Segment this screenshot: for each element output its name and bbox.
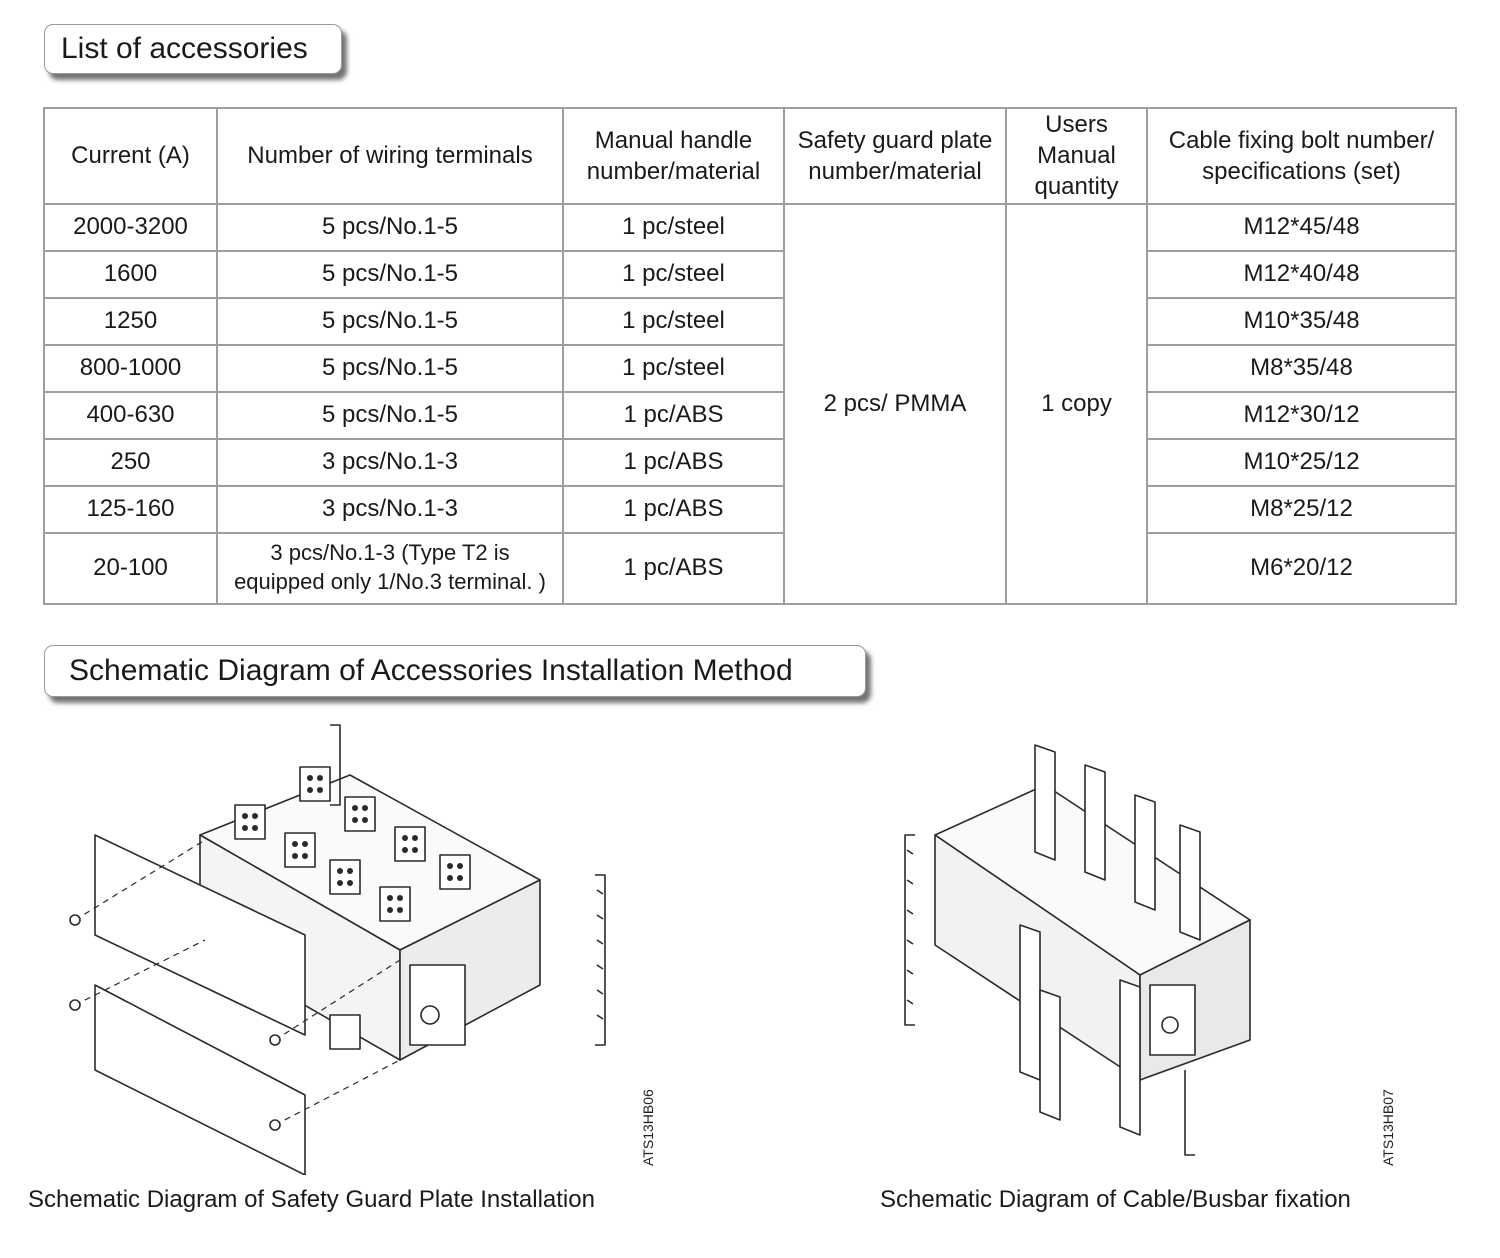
control-knob — [420, 1005, 440, 1025]
cell-terminals: 5 pcs/No.1-5 — [216, 343, 564, 393]
caption-guard-plate: Schematic Diagram of Safety Guard Plate … — [28, 1186, 595, 1213]
safety-guard-plate-diagram — [69, 724, 606, 1175]
header-handle: Manual handle number/material — [562, 107, 785, 205]
accessories-table: Current (A) Number of wiring terminals M… — [43, 107, 1457, 605]
control-panel — [409, 964, 466, 1046]
bottom-bracket — [1184, 1070, 1195, 1156]
caption-cable-busbar: Schematic Diagram of Cable/Busbar fixati… — [880, 1186, 1351, 1213]
header-bolt-line1: Cable fixing bolt number/ — [1168, 126, 1435, 154]
cell-guard-merged: 2 pcs/ PMMA — [783, 202, 1007, 605]
top-bracket — [330, 724, 341, 806]
cell-handle: 1 pc/steel — [562, 202, 785, 252]
terminal-holes — [242, 775, 463, 913]
cell-current: 250 — [43, 437, 218, 487]
cell-current: 2000-3200 — [43, 202, 218, 252]
cell-terminals-line1: 3 pcs/No.1-3 (Type T2 is — [270, 540, 510, 566]
header-guard-line2: number/material — [808, 157, 982, 185]
table-row: 250 3 pcs/No.1-3 1 pc/ABS M10*25/12 — [43, 437, 1457, 487]
header-guard: Safety guard plate number/material — [783, 107, 1007, 205]
accessories-heading-text: List of accessories — [61, 32, 308, 65]
schematic-heading: Schematic Diagram of Accessories Install… — [44, 645, 866, 697]
cell-terminals: 3 pcs/No.1-3 (Type T2 is equipped only 1/… — [216, 531, 564, 605]
header-bolt: Cable fixing bolt number/specifications … — [1146, 107, 1457, 205]
cell-current: 400-630 — [43, 390, 218, 440]
right-bracket — [595, 874, 606, 1046]
cell-bolt: M8*25/12 — [1146, 484, 1457, 534]
cell-bolt: M10*35/48 — [1146, 296, 1457, 346]
cell-current: 1600 — [43, 249, 218, 299]
accessories-heading: List of accessories — [44, 24, 342, 74]
header-handle-line2: number/material — [586, 157, 761, 185]
control-knob — [1161, 1016, 1179, 1034]
cell-current: 20-100 — [43, 531, 218, 605]
cell-current: 800-1000 — [43, 343, 218, 393]
figure-code-cable: ATS13HB07 — [1380, 1089, 1396, 1166]
busbars-top — [1034, 744, 1201, 941]
cell-terminals: 5 pcs/No.1-5 — [216, 249, 564, 299]
cell-terminals-line2: equipped only 1/No.3 terminal. ) — [234, 569, 546, 595]
header-manual: Users Manual quantity — [1005, 107, 1148, 205]
table-row: 400-630 5 pcs/No.1-5 1 pc/ABS M12*30/12 — [43, 390, 1457, 440]
cell-current: 125-160 — [43, 484, 218, 534]
cell-bolt: M12*45/48 — [1146, 202, 1457, 252]
table-row: 125-160 3 pcs/No.1-3 1 pc/ABS M8*25/12 — [43, 484, 1457, 534]
table-row: 800-1000 5 pcs/No.1-5 1 pc/steel M8*35/4… — [43, 343, 1457, 393]
guard-plate-lower — [94, 984, 306, 1175]
header-manual-line2: quantity — [1034, 173, 1119, 201]
cell-handle: 1 pc/ABS — [562, 484, 785, 534]
cell-bolt: M12*40/48 — [1146, 249, 1457, 299]
figure-code-guard: ATS13HB06 — [640, 1089, 656, 1166]
header-bolt-line2: specifications (set) — [1202, 157, 1401, 185]
cell-handle: 1 pc/steel — [562, 343, 785, 393]
left-bracket — [904, 834, 915, 1026]
header-current: Current (A) — [43, 107, 218, 205]
cell-bolt: M8*35/48 — [1146, 343, 1457, 393]
busbars-bottom — [1019, 924, 1141, 1136]
schematic-heading-text: Schematic Diagram of Accessories Install… — [69, 654, 793, 687]
header-terminals: Number of wiring terminals — [216, 107, 564, 205]
header-manual-line1: Users Manual — [1037, 111, 1116, 170]
screw-icons — [69, 914, 281, 1131]
table-header-row: Current (A) Number of wiring terminals M… — [43, 107, 1457, 205]
cell-terminals: 3 pcs/No.1-3 — [216, 437, 564, 487]
table-row: 1250 5 pcs/No.1-5 1 pc/steel M10*35/48 — [43, 296, 1457, 346]
header-guard-line1: Safety guard plate — [797, 126, 993, 154]
cell-terminals: 3 pcs/No.1-3 — [216, 484, 564, 534]
table-row: 20-100 3 pcs/No.1-3 (Type T2 is equipped … — [43, 531, 1457, 605]
cell-handle: 1 pc/steel — [562, 249, 785, 299]
cell-terminals: 5 pcs/No.1-5 — [216, 390, 564, 440]
table-row: 1600 5 pcs/No.1-5 1 pc/steel M12*40/48 — [43, 249, 1457, 299]
cell-handle: 1 pc/steel — [562, 296, 785, 346]
cell-bolt: M6*20/12 — [1146, 531, 1457, 605]
header-handle-line1: Manual handle — [594, 126, 753, 154]
guard-plate-upper — [94, 834, 306, 1036]
cell-terminals: 5 pcs/No.1-5 — [216, 296, 564, 346]
cell-current: 1250 — [43, 296, 218, 346]
cell-handle: 1 pc/ABS — [562, 390, 785, 440]
cell-bolt: M10*25/12 — [1146, 437, 1457, 487]
cable-busbar-diagram — [904, 744, 1251, 1156]
cell-bolt: M12*30/12 — [1146, 390, 1457, 440]
control-panel — [1149, 984, 1196, 1056]
screw-guides — [74, 839, 401, 1126]
cell-manual-merged: 1 copy — [1005, 202, 1148, 605]
cell-handle: 1 pc/ABS — [562, 531, 785, 605]
cell-handle: 1 pc/ABS — [562, 437, 785, 487]
cell-terminals: 5 pcs/No.1-5 — [216, 202, 564, 252]
table-row: 2000-3200 5 pcs/No.1-5 1 pc/steel 2 pcs/… — [43, 202, 1457, 605]
